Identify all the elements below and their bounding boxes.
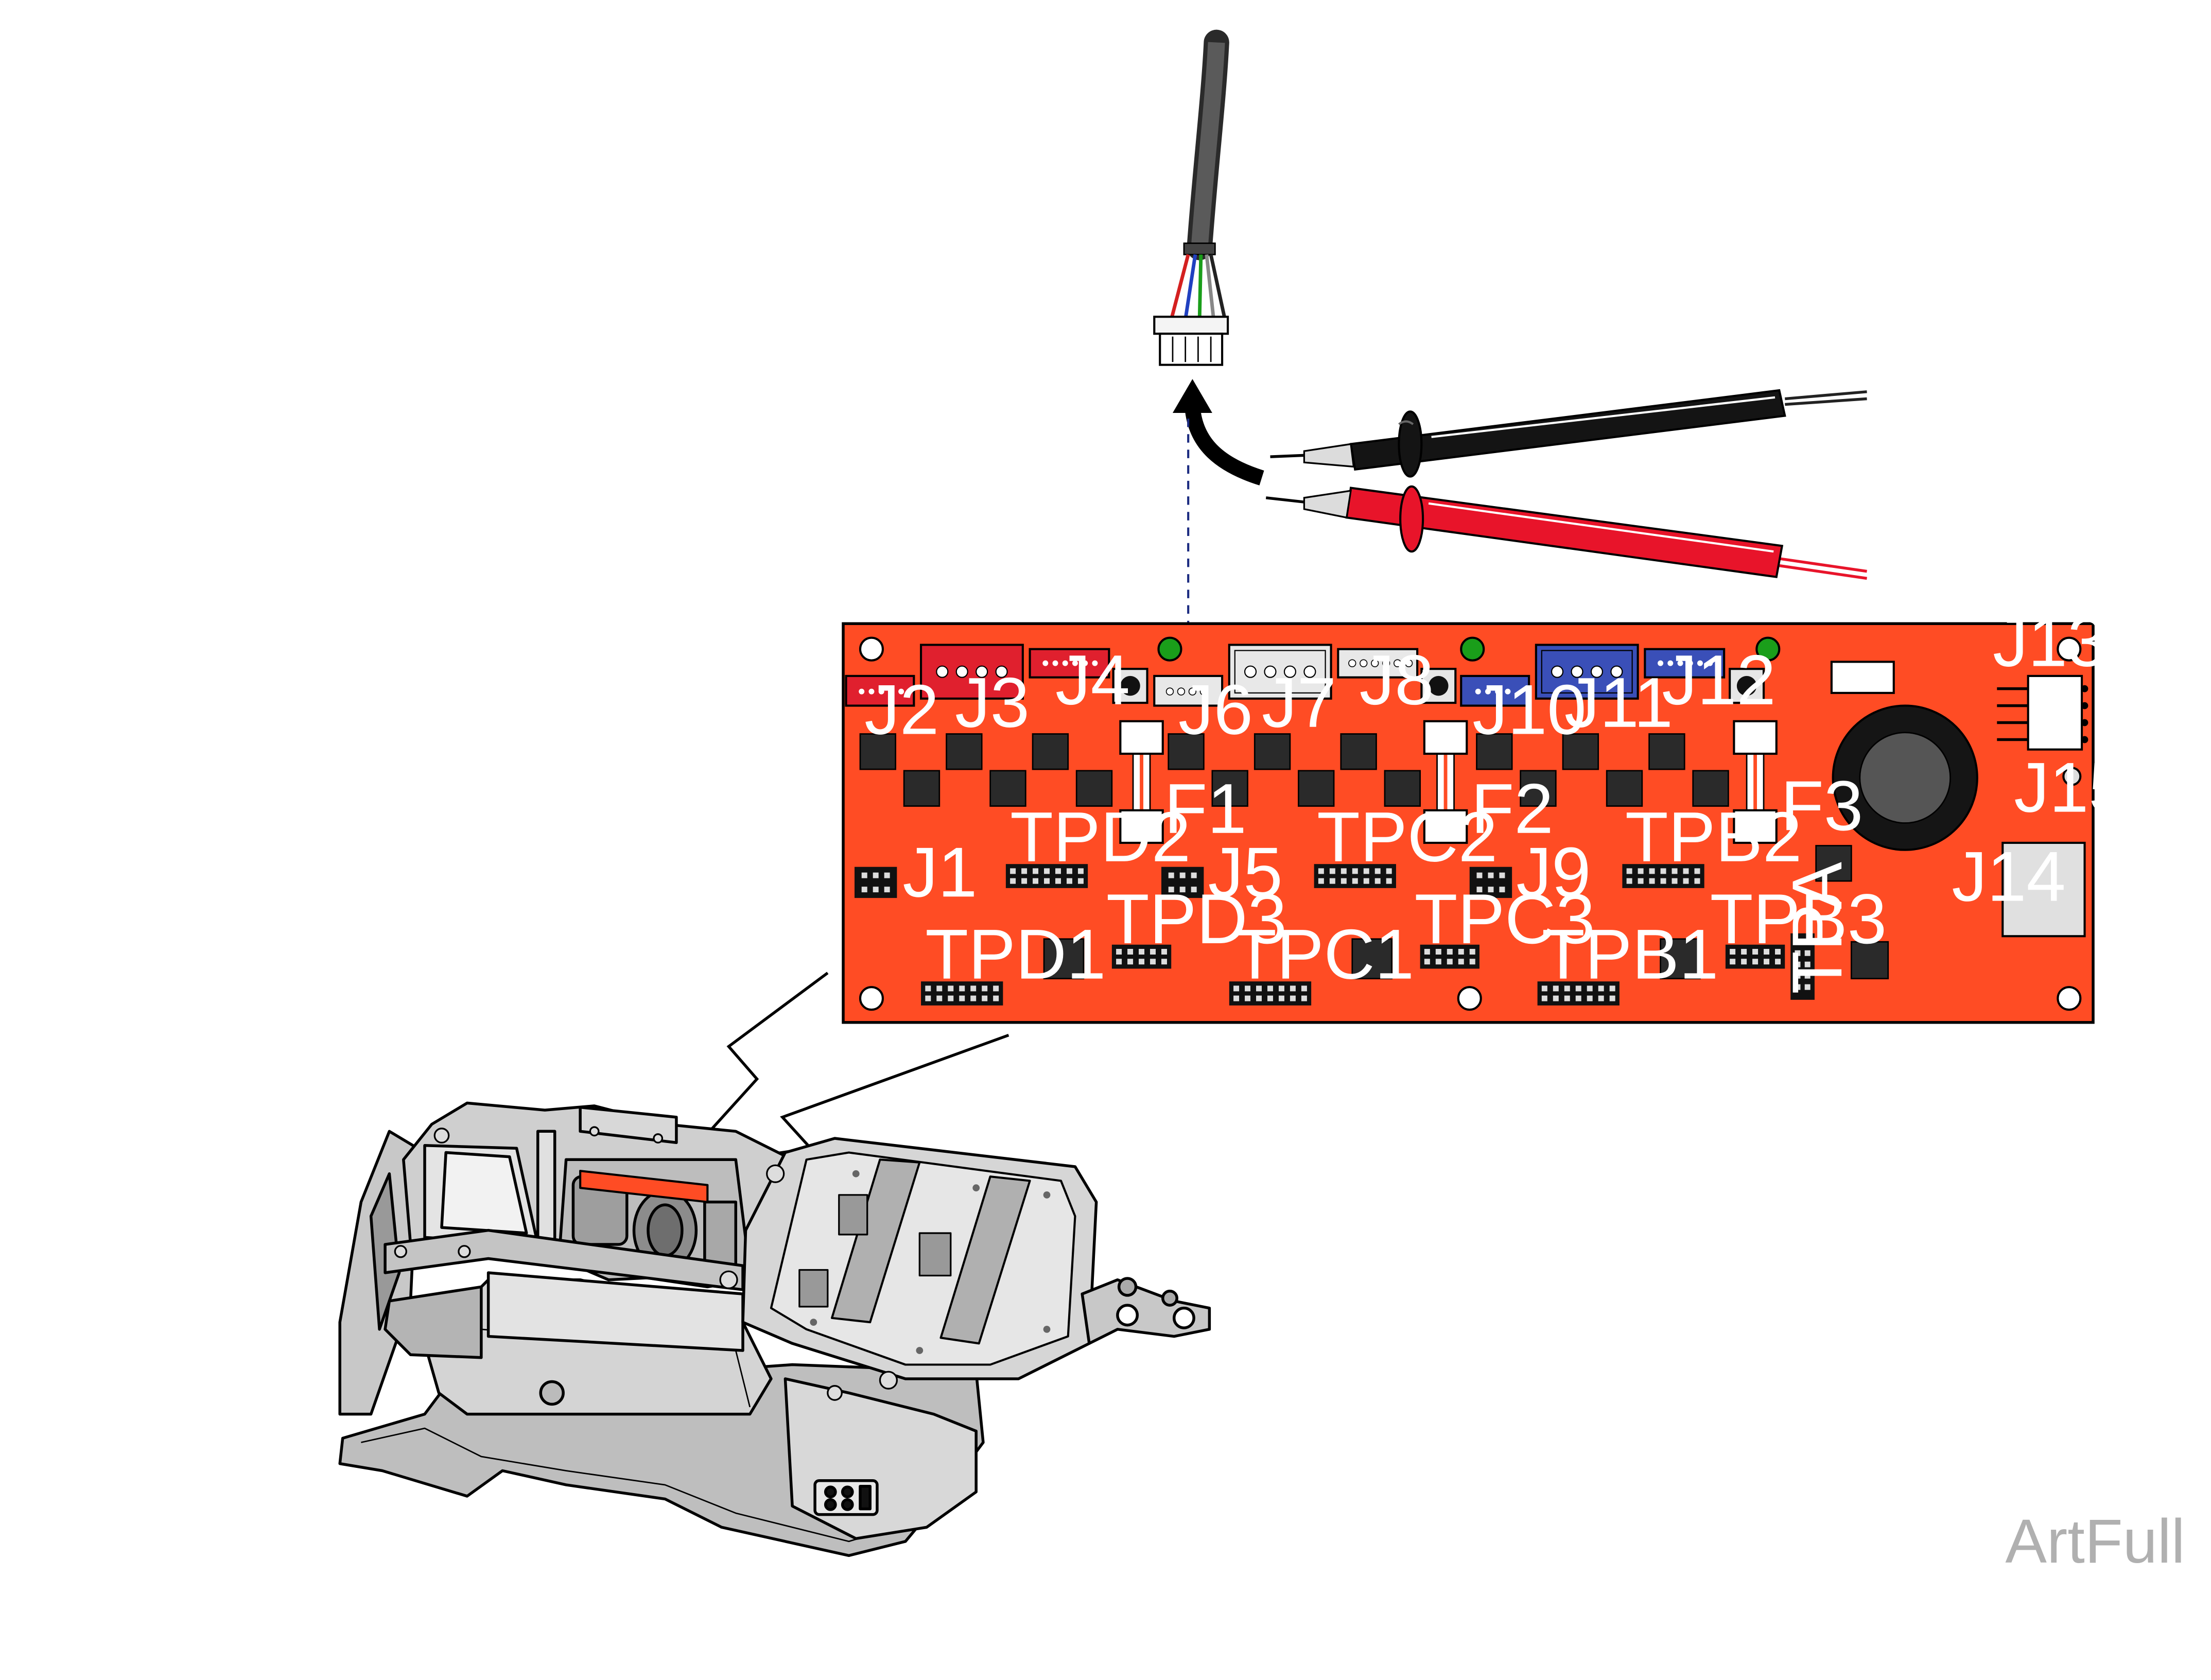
label-j10: J10: [1472, 671, 1586, 750]
green-leds: [1157, 636, 1781, 662]
label-j11: J11: [1564, 664, 1673, 742]
white-label-pad: [1830, 661, 1895, 694]
label-j3: J3: [955, 664, 1030, 742]
label-tpc1: TPC1: [1233, 915, 1414, 994]
cable-assembly: [1153, 29, 1229, 366]
connector-j2: [845, 674, 915, 707]
label-j8: J8: [1360, 641, 1434, 720]
label-tpb3: TPB3: [1710, 880, 1887, 959]
label-tpc2: TPC2: [1317, 798, 1498, 877]
label-f3: F3: [1781, 767, 1863, 845]
connector-j8: [1337, 648, 1419, 679]
header-tpb3: [1725, 944, 1785, 969]
connector-j14: [2001, 841, 2086, 938]
label-j14: J14: [1952, 838, 2065, 916]
board-labels: J2 J3 J4 J6 J7 J8 J10 J11 J12 J13 J15 J1…: [864, 603, 2128, 994]
label-j2: J2: [864, 671, 939, 750]
label-j12: J12: [1662, 641, 1775, 720]
curved-arrow: [1172, 379, 1264, 486]
label-tpb1: TPB1: [1542, 915, 1718, 994]
black-test-probe: [1270, 389, 1867, 478]
connector-j4: [1029, 648, 1110, 679]
label-tpc3: TPC3: [1415, 880, 1595, 959]
circuit-board: J2 J3 J4 J6 J7 J8 J10 J11 J12 J13 J15 J1…: [842, 603, 2128, 1024]
label-j4: J4: [1055, 641, 1130, 720]
watermark-label: ArtFull: [2005, 1506, 2185, 1576]
label-j1: J1: [902, 833, 977, 912]
label-j6: J6: [1178, 671, 1253, 750]
header-tpd2: [1005, 864, 1088, 888]
round-component: [1832, 704, 1978, 851]
header-tpc1: [1229, 981, 1312, 1006]
label-j7: J7: [1262, 664, 1336, 742]
header-j1: [854, 867, 897, 898]
square-components: [859, 733, 1889, 980]
test-point-headers: [921, 864, 1785, 1006]
header-tpa: [1790, 933, 1815, 1000]
label-tpb2: TPB2: [1625, 798, 1802, 877]
connector-j10: [1460, 674, 1530, 707]
label-tpd3: TPD3: [1106, 880, 1287, 959]
header-tpc3: [1420, 944, 1479, 969]
connector-j12: [1644, 648, 1726, 679]
label-tpa: TPA: [1778, 862, 1857, 994]
connector-j7: [1228, 644, 1332, 700]
header-j5: [1161, 867, 1204, 898]
fuse-f2: [1423, 720, 1468, 844]
highlighted-board: [579, 1170, 709, 1203]
connector-j13: [1997, 674, 2088, 751]
connector-j3: [920, 644, 1024, 700]
label-f2: F2: [1471, 770, 1554, 848]
header-tpd1: [921, 981, 1003, 1006]
label-j15: J15: [2014, 749, 2128, 827]
label-f1: F1: [1164, 770, 1246, 848]
header-j9: [1469, 867, 1512, 898]
pushbuttons: [1112, 668, 1765, 704]
cable-wires: [1169, 254, 1227, 320]
header-tpd3: [1111, 944, 1172, 969]
connector-j11: [1535, 644, 1639, 700]
label-tpd2: TPD2: [1010, 798, 1191, 877]
header-tpc2: [1314, 864, 1396, 888]
label-j13: J13: [1993, 603, 2106, 682]
label-j9: J9: [1516, 833, 1591, 912]
label-j5: J5: [1208, 833, 1283, 912]
cable-plug: [1153, 316, 1229, 366]
fuse-f1: [1119, 720, 1164, 844]
header-tpb2: [1622, 864, 1704, 888]
red-test-probe: [1265, 485, 1867, 580]
mounting-holes: [859, 636, 2082, 1011]
connector-j6: [1153, 674, 1224, 707]
label-tpd1: TPD1: [925, 915, 1106, 994]
header-tpb1: [1537, 981, 1620, 1006]
fuse-f3: [1733, 720, 1778, 844]
chair-base-assembly: [338, 1101, 1211, 1557]
